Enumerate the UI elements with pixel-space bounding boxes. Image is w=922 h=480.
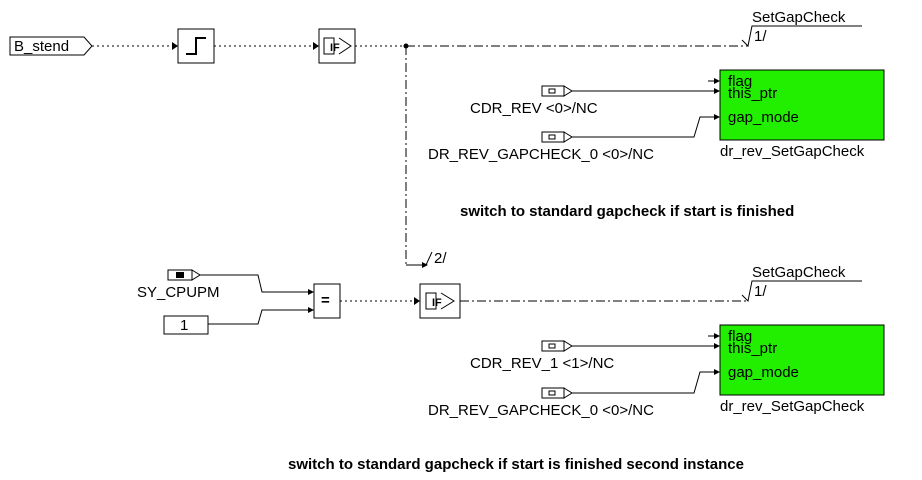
comment-2: switch to standard gapcheck if start is … xyxy=(288,456,744,473)
port-flag-1: flag xyxy=(728,73,752,90)
block-name-2: dr_rev_SetGapCheck xyxy=(720,398,865,415)
port-gap-mode-2: gap_mode xyxy=(728,364,799,381)
port-flag-2: flag xyxy=(728,328,752,345)
equal-symbol: = xyxy=(321,292,330,309)
output-2-label: SetGapCheck xyxy=(752,264,846,281)
b-stend-input[interactable]: B_stend xyxy=(9,36,93,56)
cdr-rev-message-1[interactable] xyxy=(541,85,573,97)
cdr-rev-message-2[interactable] xyxy=(541,340,573,352)
output-2-index: 1/ xyxy=(754,283,767,300)
if-block-2-label: IF xyxy=(432,297,442,309)
output-1-tick xyxy=(741,25,862,48)
if-block-1-box-icon xyxy=(323,37,335,55)
wire-gap-2 xyxy=(572,371,714,394)
arrow-eq-b xyxy=(308,307,314,313)
b-stend-label: B_stend xyxy=(14,38,69,55)
sy-cpupm-input[interactable] xyxy=(167,269,201,281)
set-gap-check-block-2[interactable]: flag this_ptr gap_mode xyxy=(719,324,885,396)
arrow-flag-1 xyxy=(714,88,720,94)
arrow-gap-2 xyxy=(714,369,720,375)
arrow-into-edge xyxy=(172,42,178,50)
arrow-eq-a xyxy=(308,289,314,295)
wire-one-eq xyxy=(208,309,308,325)
block-name-1: dr_rev_SetGapCheck xyxy=(720,143,865,160)
comment-1: switch to standard gapcheck if start is … xyxy=(460,203,794,220)
if-block-2-arrow-icon xyxy=(440,292,455,310)
arrow-flag-2 xyxy=(714,343,720,349)
if-block-2[interactable]: IF xyxy=(419,283,461,319)
cdr-rev-label-2: CDR_REV_1 <1>/NC xyxy=(470,355,614,372)
output-1-label: SetGapCheck xyxy=(752,9,846,26)
arrow-flag-top-1 xyxy=(714,78,720,84)
if-block-2-box-icon xyxy=(425,292,437,310)
wire-gap-1 xyxy=(572,116,714,138)
output-1-index: 1/ xyxy=(754,28,767,45)
equal-block[interactable]: = xyxy=(313,283,341,319)
wire-sycpupm-eq xyxy=(200,274,308,293)
constant-one-label: 1 xyxy=(180,317,188,334)
port-gap-mode-1: gap_mode xyxy=(728,109,799,126)
gapcheck-label-1: DR_REV_GAPCHECK_0 <0>/NC xyxy=(428,146,654,163)
output-2-tick xyxy=(741,280,862,303)
gapcheck-message-1[interactable] xyxy=(541,131,573,143)
branch-2-tick xyxy=(406,251,433,266)
arrow-flag-top-2 xyxy=(714,333,720,339)
gapcheck-label-2: DR_REV_GAPCHECK_0 <0>/NC xyxy=(428,402,654,419)
rising-edge-block[interactable] xyxy=(177,28,215,64)
branch-2-arrow xyxy=(422,262,428,268)
if-block-1-label: IF xyxy=(330,42,340,54)
sy-cpupm-label: SY_CPUPM xyxy=(137,284,220,301)
port-this-ptr-2: this_ptr xyxy=(728,340,777,357)
if-block-1-arrow-icon xyxy=(338,37,352,55)
arrow-gap-1 xyxy=(714,114,720,120)
arrow-into-if1 xyxy=(313,42,319,50)
set-gap-check-block-1[interactable]: flag this_ptr gap_mode xyxy=(719,69,885,141)
gapcheck-message-2[interactable] xyxy=(541,387,573,399)
arrow-into-if2 xyxy=(414,297,420,305)
port-this-ptr-1: this_ptr xyxy=(728,85,777,102)
if-block-1[interactable]: IF xyxy=(318,28,356,64)
cdr-rev-label-1: CDR_REV <0>/NC xyxy=(470,100,598,117)
constant-one[interactable]: 1 xyxy=(163,315,209,335)
branch-2-label: 2/ xyxy=(434,250,447,267)
